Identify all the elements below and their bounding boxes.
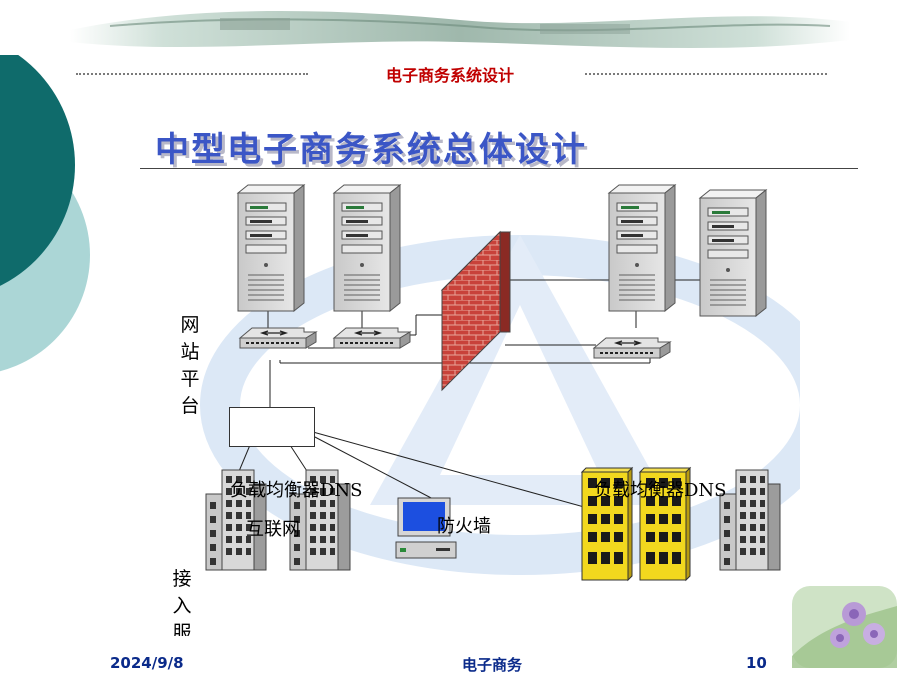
website-platform-label: 网站平台 <box>180 314 200 417</box>
header-banner <box>70 10 850 49</box>
network-diagram <box>205 184 781 581</box>
load-balancer-dns-label-left: 负载均衡器DNS <box>230 480 363 501</box>
footer-date: 2024/9/8 <box>110 654 184 672</box>
load-balancer-box <box>229 407 315 447</box>
flower-picture <box>792 586 897 668</box>
watermark-logo <box>200 235 800 575</box>
load-balancer-dns-label-right: 负载均衡器DNS <box>594 480 727 501</box>
footer-page-number: 10 <box>746 654 767 672</box>
header-course-title: 电子商务系统设计 <box>385 66 514 85</box>
firewall-label: 防火墙 <box>437 516 491 537</box>
footer-center-title: 电子商务 <box>462 656 523 674</box>
left-decor <box>0 55 90 372</box>
internet-label: 互联网 <box>246 519 300 540</box>
header-dotted-rule-right <box>585 73 827 75</box>
header-dotted-rule-left <box>76 73 308 75</box>
slide-title: 中型电子商务系统总体设计 <box>155 130 587 170</box>
title-underline <box>140 168 858 169</box>
access-service-label: 接入服 <box>172 568 192 636</box>
